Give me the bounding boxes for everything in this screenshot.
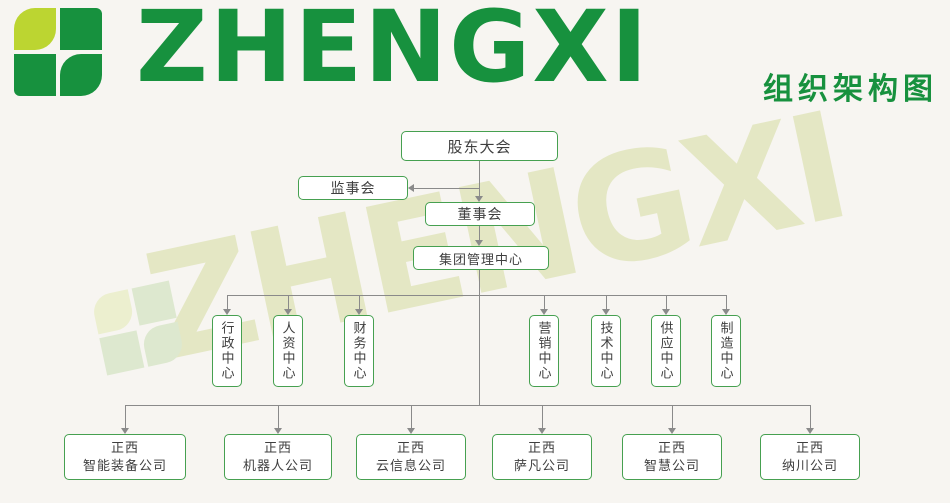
arrow-down-icon	[223, 309, 231, 315]
connector-line	[411, 405, 412, 428]
node-company-smart-equipment: 正西 智能装备公司	[64, 434, 186, 480]
node-board-of-directors: 董事会	[425, 202, 535, 226]
watermark-square-shape	[131, 280, 177, 326]
arrow-down-icon	[121, 428, 129, 434]
node-dept-finance-center: 财务中心	[344, 315, 374, 387]
arrow-down-icon	[274, 428, 282, 434]
arrow-down-icon	[475, 240, 483, 246]
arrow-down-icon	[538, 428, 546, 434]
arrow-down-icon	[475, 196, 483, 202]
logo-leaf-yellow	[14, 8, 56, 50]
arrow-down-icon	[540, 309, 548, 315]
connector-line	[125, 405, 810, 406]
node-dept-admin-center: 行政中心	[212, 315, 242, 387]
connector-line	[479, 270, 480, 295]
company-name-line2: 智慧公司	[643, 458, 700, 473]
connector-line	[125, 405, 126, 428]
arrow-down-icon	[407, 428, 415, 434]
company-name-line1: 正西	[657, 440, 686, 456]
connector-line	[544, 295, 545, 309]
company-name-line1: 正西	[263, 440, 292, 456]
node-dept-supply-center: 供应中心	[651, 315, 681, 387]
connector-line	[227, 295, 228, 309]
page-title: 组织架构图	[763, 73, 938, 106]
logo-leaf-green	[60, 54, 102, 96]
company-name-line1: 正西	[396, 440, 425, 456]
arrow-down-icon	[722, 309, 730, 315]
node-shareholders-meeting: 股东大会	[401, 131, 558, 161]
arrow-down-icon	[602, 309, 610, 315]
company-name-line1: 正西	[110, 440, 139, 456]
node-company-cloud-info: 正西 云信息公司	[356, 434, 466, 480]
watermark-leaf-shape	[90, 289, 136, 335]
watermark-leaf-shape	[140, 321, 186, 367]
arrow-down-icon	[668, 428, 676, 434]
node-dept-hr-center: 人资中心	[273, 315, 303, 387]
watermark-square-shape	[99, 330, 145, 376]
company-name-line2: 萨凡公司	[513, 458, 570, 473]
connector-line	[672, 405, 673, 428]
node-group-management-center: 集团管理中心	[413, 246, 549, 270]
node-company-robot: 正西 机器人公司	[224, 434, 332, 480]
arrow-down-icon	[806, 428, 814, 434]
arrow-down-icon	[355, 309, 363, 315]
node-company-wisdom: 正西 智慧公司	[622, 434, 722, 480]
node-company-nachuan: 正西 纳川公司	[760, 434, 860, 480]
connector-line	[479, 161, 480, 196]
connector-line	[479, 226, 480, 240]
connector-line	[278, 405, 279, 428]
connector-line	[414, 188, 479, 189]
watermark-logo-icon	[90, 280, 186, 376]
node-dept-marketing-center: 营销中心	[529, 315, 559, 387]
company-name-line2: 云信息公司	[375, 458, 446, 473]
connector-line	[359, 295, 360, 309]
node-company-safan: 正西 萨凡公司	[492, 434, 592, 480]
company-name-line1: 正西	[795, 440, 824, 456]
connector-line	[227, 295, 727, 296]
connector-line	[810, 405, 811, 428]
logo-square-green	[60, 8, 102, 50]
node-supervisory-board: 监事会	[298, 176, 408, 200]
connector-line	[288, 295, 289, 309]
connector-line	[542, 405, 543, 428]
connector-line	[726, 295, 727, 309]
connector-line	[479, 295, 480, 405]
arrow-down-icon	[662, 309, 670, 315]
company-name-line2: 机器人公司	[242, 458, 313, 473]
connector-line	[666, 295, 667, 309]
company-name-line2: 智能装备公司	[82, 458, 167, 473]
company-name-line2: 纳川公司	[781, 458, 838, 473]
node-dept-technology-center: 技术中心	[591, 315, 621, 387]
brand-logo-icon	[14, 8, 102, 96]
arrow-down-icon	[284, 309, 292, 315]
connector-line	[606, 295, 607, 309]
node-dept-manufacturing-center: 制造中心	[711, 315, 741, 387]
brand-wordmark: ZHENGXI	[136, 0, 650, 105]
logo-square-green	[14, 54, 56, 96]
company-name-line1: 正西	[527, 440, 556, 456]
arrow-left-icon	[408, 184, 414, 192]
